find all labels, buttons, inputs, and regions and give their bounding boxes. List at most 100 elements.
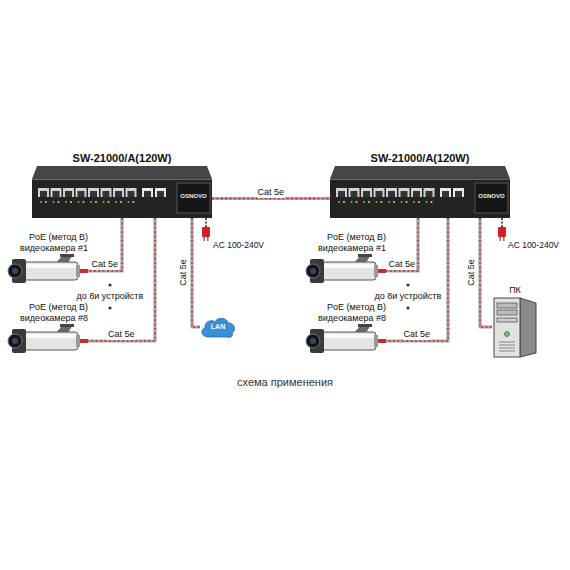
power-button xyxy=(505,332,510,337)
ellipsis-dot xyxy=(406,306,409,309)
camera-icon xyxy=(304,324,386,358)
rj45-port-socket xyxy=(115,191,122,197)
port-led xyxy=(90,201,92,203)
rj45-port-socket xyxy=(65,191,72,197)
camera-node: PoE (метод В) видеокамера #8 xyxy=(304,302,386,358)
rj45-port xyxy=(411,188,422,197)
rj45-port xyxy=(374,188,385,197)
port-led xyxy=(83,201,85,203)
rj45-port-socket xyxy=(401,191,408,197)
power-plug xyxy=(202,227,210,237)
camera-body xyxy=(320,332,376,350)
camera-highlight xyxy=(322,264,374,268)
rj45-port xyxy=(63,188,74,197)
pc-vent xyxy=(499,345,515,346)
cable-sheath xyxy=(88,218,122,271)
plug-prong xyxy=(203,237,205,241)
rj45-port xyxy=(88,188,99,197)
power-plug xyxy=(498,227,506,237)
ellipsis-dot xyxy=(108,283,111,286)
uplink-port-socket xyxy=(442,191,449,197)
plug-prong xyxy=(207,237,209,241)
cable-connector xyxy=(192,218,200,327)
plug-prong xyxy=(503,237,505,241)
camera-node: PoE (метод В) видеокамера #8 xyxy=(6,302,88,358)
camera-node: PoE (метод В) видеокамера #1 xyxy=(6,232,88,288)
camera-icon xyxy=(6,324,88,358)
cable-label: Cat 5e xyxy=(107,329,136,340)
rj45-port xyxy=(76,188,87,197)
camera-body xyxy=(22,332,78,350)
rj45-port-socket xyxy=(376,191,383,197)
switch-top xyxy=(330,166,510,179)
port-led xyxy=(413,201,415,203)
cloud-node: LAN xyxy=(200,316,236,338)
cable-label: Cat 5e xyxy=(91,259,120,270)
rj45-port-socket xyxy=(90,191,97,197)
camera-lens xyxy=(8,264,22,278)
uplink-port-socket xyxy=(157,191,164,197)
pc-icon xyxy=(492,296,538,358)
camera-back xyxy=(76,265,80,277)
pc-vent xyxy=(499,351,515,352)
camera-back xyxy=(374,335,378,347)
uplink-port xyxy=(453,188,464,197)
port-led xyxy=(426,201,428,203)
switch-edge xyxy=(32,179,212,180)
camera-mount xyxy=(358,324,372,327)
rj45-port-socket xyxy=(426,191,433,197)
rj45-port xyxy=(399,188,410,197)
cable-twist xyxy=(88,218,155,341)
rj45-port xyxy=(51,188,62,197)
rj45-port-socket xyxy=(78,191,85,197)
rj45-port-socket xyxy=(413,191,420,197)
cable-connector xyxy=(88,218,122,271)
cable-sheath xyxy=(386,218,448,341)
camera-highlight xyxy=(24,264,76,268)
port-led xyxy=(376,201,378,203)
rj45-port-socket xyxy=(40,191,47,197)
cable-connector xyxy=(386,218,448,341)
rj45-plug xyxy=(378,339,386,343)
cable-label: Cat 5e xyxy=(465,258,476,287)
port-led xyxy=(406,201,408,203)
camera-body xyxy=(320,262,376,280)
rj45-port xyxy=(424,188,435,197)
port-led xyxy=(58,201,60,203)
rj45-port-socket xyxy=(338,191,345,197)
port-led xyxy=(128,201,130,203)
switch-body: OSNOVO xyxy=(330,166,510,218)
brand-logo: OSNOVO xyxy=(177,192,210,200)
brand-plate xyxy=(177,183,210,213)
switch-icon xyxy=(330,166,510,218)
port-led xyxy=(40,201,42,203)
cable-connector xyxy=(386,218,418,271)
port-led xyxy=(103,201,105,203)
drive-bay xyxy=(497,303,517,308)
cable-label: Cat 5e xyxy=(403,329,432,340)
rj45-port-socket xyxy=(363,191,370,197)
camera-node: PoE (метод В) видеокамера #1 xyxy=(304,232,386,288)
port-led xyxy=(351,201,353,203)
pc-node: ПК xyxy=(492,284,538,358)
port-led xyxy=(108,201,110,203)
camera-label: PoE (метод В) видеокамера #1 xyxy=(304,232,386,254)
port-led xyxy=(343,201,345,203)
camera-lens-glass xyxy=(12,338,18,344)
camera-lens-glass xyxy=(310,338,316,344)
camera-label: PoE (метод В) видеокамера #8 xyxy=(304,302,386,324)
port-led xyxy=(381,201,383,203)
port-led xyxy=(338,201,340,203)
power-label: AC 100-240V xyxy=(213,240,264,251)
cable-sheath xyxy=(480,218,492,327)
rj45-port xyxy=(336,188,347,197)
ellipsis-dot xyxy=(108,306,111,309)
switch-front xyxy=(330,179,510,218)
device-count-note: до 8и устройств xyxy=(375,291,442,302)
rj45-port xyxy=(349,188,360,197)
drive-bay xyxy=(497,310,517,315)
pc-side xyxy=(520,298,536,357)
port-led xyxy=(431,201,433,203)
caption-text: схема применения xyxy=(237,376,333,389)
